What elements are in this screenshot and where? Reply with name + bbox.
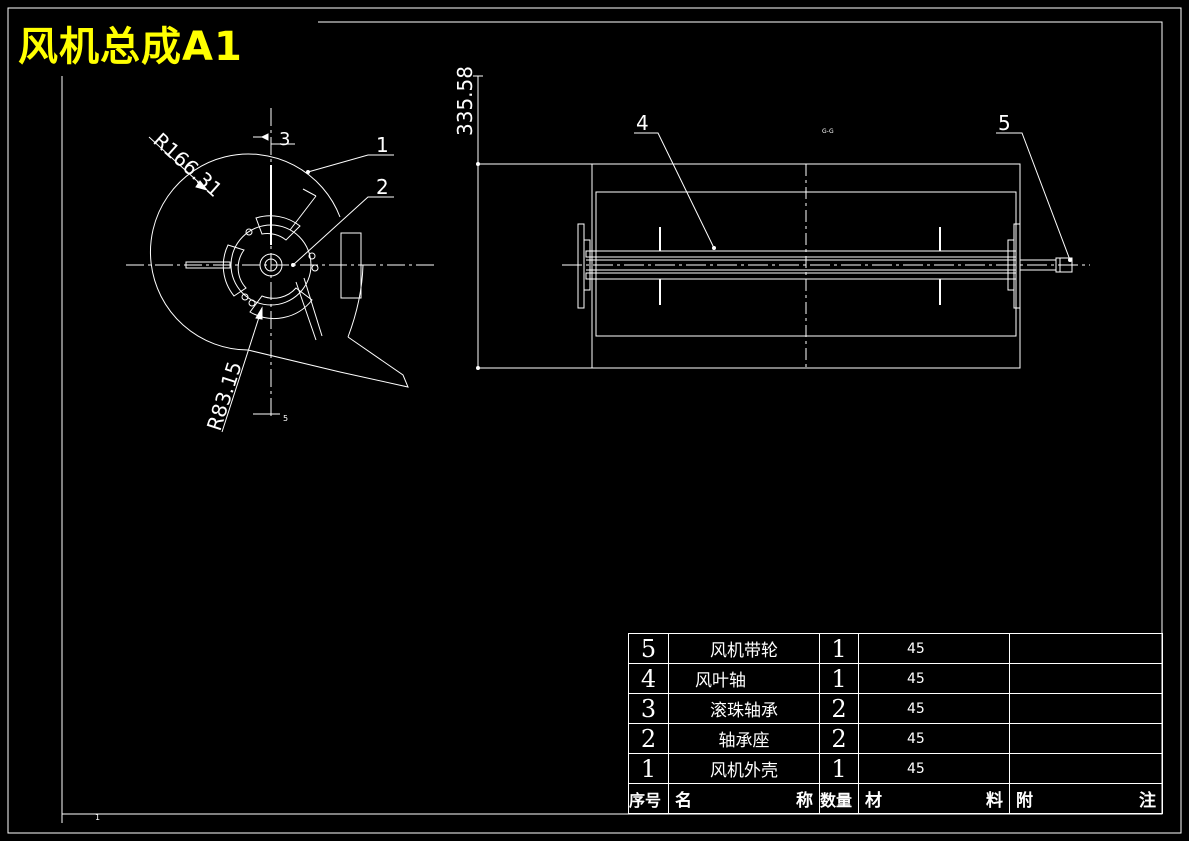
callout-4: 4	[636, 111, 649, 135]
bom-item-remark	[1009, 753, 1163, 784]
side-view	[473, 75, 1090, 370]
height-dimension-label: 335.58	[453, 66, 477, 136]
bom-item-remark	[1009, 633, 1163, 664]
callout-1: 1	[376, 133, 389, 157]
bom-item-material: 45	[858, 633, 1010, 664]
shaft-upper	[585, 250, 1017, 258]
bom-item-qty: 2	[819, 723, 859, 754]
shaft-inner	[264, 258, 278, 272]
bom-item-remark	[1009, 723, 1163, 754]
bom-row: 1 风机外壳 1 45	[628, 753, 1163, 784]
bom-item-number: 5	[628, 633, 669, 664]
bolt-1	[245, 228, 253, 236]
bom-header-material-b: 料	[986, 791, 1003, 811]
bom-header-name-b: 称	[796, 791, 813, 811]
bom-header-number: 序号	[628, 783, 669, 814]
bom-item-qty: 1	[819, 753, 859, 784]
drawing-title: 风机总成A1	[18, 24, 243, 70]
shaft-lower	[585, 272, 1017, 280]
bearing-seat-top	[255, 215, 301, 241]
bom-item-material: 45	[858, 663, 1010, 694]
radius-label-inner: R83.15	[202, 358, 247, 433]
bom-item-qty: 1	[819, 663, 859, 694]
sheet-outer-border	[7, 7, 1182, 834]
bom-item-number: 4	[628, 663, 669, 694]
bom-header-row: 序号 名称 数量 材料 附注	[628, 783, 1163, 814]
callout-leader-5	[996, 132, 1071, 261]
bom-item-number: 1	[628, 753, 669, 784]
volute-housing	[149, 153, 409, 388]
callout-leader-4	[634, 132, 715, 249]
bom-item-name: 滚珠轴承	[668, 693, 820, 724]
bom-item-number: 3	[628, 693, 669, 724]
bom-item-number: 2	[628, 723, 669, 754]
bom-header-remark-a: 附	[1016, 791, 1033, 811]
bom-row: 2 轴承座 2 45	[628, 723, 1163, 754]
bom-item-qty: 1	[819, 633, 859, 664]
shaft-outer	[259, 253, 283, 277]
bom-item-name: 风叶轴	[668, 663, 820, 694]
bom-row: 4 风叶轴 1 45	[628, 663, 1163, 694]
callout-leader-1	[307, 154, 394, 173]
callout-5: 5	[998, 111, 1011, 135]
bom-item-qty: 2	[819, 693, 859, 724]
sheet-inner-frame	[61, 21, 1163, 815]
bom-row: 5 风机带轮 1 45	[628, 633, 1163, 664]
bom-item-name: 风机外壳	[668, 753, 820, 784]
radius-leader-outer	[148, 136, 208, 191]
bom-header-material: 材料	[858, 783, 1010, 814]
radius-label-outer: R166.31	[149, 128, 227, 202]
section-view-label: G-G	[822, 128, 834, 135]
bom-header-qty: 数量	[819, 783, 859, 814]
callout-2: 2	[376, 175, 389, 199]
bill-of-materials: 5 风机带轮 1 45 4 风叶轴 1 45 3 滚珠轴承 2 45 2 轴承座…	[628, 633, 1163, 814]
section-mark-top	[270, 138, 295, 145]
front-view	[126, 108, 435, 433]
bom-item-material: 45	[858, 753, 1010, 784]
bom-item-material: 45	[858, 693, 1010, 724]
bolt-5	[248, 299, 256, 307]
bom-header-remark: 附注	[1009, 783, 1163, 814]
blade-lower-right	[295, 281, 317, 341]
bom-item-name: 轴承座	[668, 723, 820, 754]
bom-header-name-a: 名	[675, 791, 692, 811]
frame-corner-mark: 1	[95, 813, 100, 822]
right-bearing-seat	[1013, 223, 1021, 309]
bearing-seat-bottom	[249, 287, 313, 319]
bom-item-remark	[1009, 693, 1163, 724]
section-mark-top-label: 3	[279, 129, 290, 150]
bearing-seat-left	[222, 244, 247, 297]
radius-leader-inner	[221, 307, 263, 433]
section-mark-bottom-label: 5	[283, 414, 288, 423]
bolt-4	[241, 293, 249, 301]
bom-header-name: 名称	[668, 783, 820, 814]
bom-header-remark-b: 注	[1139, 791, 1156, 811]
bolt-2	[308, 252, 316, 260]
bom-header-material-a: 材	[865, 791, 882, 811]
bolt-3	[311, 264, 319, 272]
left-bearing-seat	[577, 223, 585, 309]
bom-item-material: 45	[858, 723, 1010, 754]
bom-item-remark	[1009, 663, 1163, 694]
blade-left	[185, 261, 231, 269]
pulley-hub	[1055, 257, 1073, 273]
volute-inner-wall	[347, 264, 364, 338]
blade-upper-right	[302, 188, 317, 197]
bom-row: 3 滚珠轴承 2 45	[628, 693, 1163, 724]
outlet-flange	[340, 232, 362, 299]
callout-leader-2	[292, 196, 394, 266]
bom-item-name: 风机带轮	[668, 633, 820, 664]
